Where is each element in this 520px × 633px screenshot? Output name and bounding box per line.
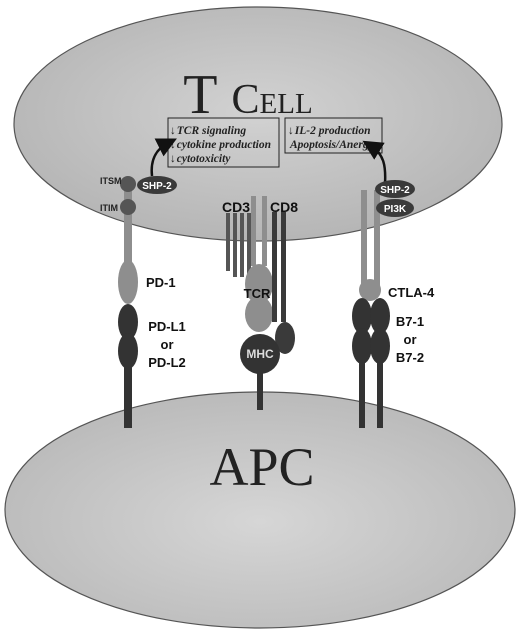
svg-text:↓IL-2 production Apoptos: ↓IL-2 production Apoptosis/Anergy xyxy=(288,125,375,151)
svg-text:SHP-2: SHP-2 xyxy=(142,181,172,192)
pi3k-badge: PI3K xyxy=(376,199,414,217)
down-arrow-3: ↓ xyxy=(170,153,176,165)
tcr-receptor xyxy=(245,196,273,332)
tcr-domain-top xyxy=(245,264,273,304)
down-arrow-4: ↓ xyxy=(288,125,294,137)
svg-text:or: or xyxy=(161,337,174,352)
pdl-domain-bottom xyxy=(118,333,138,369)
pdl-domain-top xyxy=(118,304,138,340)
apoptosis-anergy-text: Apoptosis/Anergy xyxy=(289,139,375,151)
svg-text:PD-L1: PD-L1 xyxy=(148,319,186,334)
down-arrow-2: ↓ xyxy=(170,139,176,151)
down-arrow-1: ↓ xyxy=(170,125,176,137)
anergy-box: ↓IL-2 production Apoptosis/Anergy xyxy=(284,117,383,154)
shp2-left-arrow xyxy=(150,138,177,177)
shp2-right-badge: SHP-2 xyxy=(375,180,415,198)
svg-text:or: or xyxy=(404,332,417,347)
tcr-signaling-text: TCR signaling xyxy=(177,125,247,137)
svg-text:MHC: MHC xyxy=(246,347,274,361)
svg-text:PD-L2: PD-L2 xyxy=(148,355,186,370)
b7-ligand xyxy=(352,298,390,428)
svg-text:↓TCR signaling ↓cytokine: ↓TCR signaling ↓cytokine production ↓cyt… xyxy=(170,125,274,165)
svg-text:SHP-2: SHP-2 xyxy=(380,185,410,196)
ctla4-domain xyxy=(359,279,381,301)
pd1-label: PD-1 xyxy=(146,275,176,290)
cytotoxicity-text: cytotoxicity xyxy=(177,153,232,165)
pdl-label: PD-L1 or PD-L2 xyxy=(148,319,186,370)
tcr-inhibition-box: ↓TCR signaling ↓cytokine production ↓cyt… xyxy=(167,117,280,168)
shp2-right-arrow xyxy=(362,140,387,185)
mhc-molecule: MHC xyxy=(240,334,280,410)
cd8-label: CD8 xyxy=(270,199,298,215)
apc-body xyxy=(4,391,516,629)
svg-text:B7-2: B7-2 xyxy=(396,350,424,365)
ctla4-label: CTLA-4 xyxy=(388,285,435,300)
pd1-domain xyxy=(118,260,138,304)
cytokine-production-text: cytokine production xyxy=(177,139,271,151)
itim-label: ITIM xyxy=(100,203,118,213)
shp2-left-badge: SHP-2 xyxy=(137,176,177,194)
itsm-motif xyxy=(120,176,136,192)
itim-motif xyxy=(120,199,136,215)
svg-text:PI3K: PI3K xyxy=(384,204,407,215)
apc-title: APC xyxy=(209,437,314,497)
tcr-label: TCR xyxy=(244,286,271,301)
cd8-coreceptor xyxy=(272,212,295,354)
tcr-domain-bottom xyxy=(245,296,273,332)
svg-text:B7-1: B7-1 xyxy=(396,314,424,329)
b7-label: B7-1 or B7-2 xyxy=(396,314,424,365)
il2-production-text: IL-2 production xyxy=(294,125,371,137)
pd1-receptor xyxy=(118,176,138,304)
itsm-label: ITSM xyxy=(100,176,122,186)
cd3-complex xyxy=(226,213,251,283)
t-cell-body xyxy=(13,6,503,242)
cd3-label: CD3 xyxy=(222,199,250,215)
pdl-ligand xyxy=(118,304,138,428)
ctla4-receptor xyxy=(359,190,381,301)
